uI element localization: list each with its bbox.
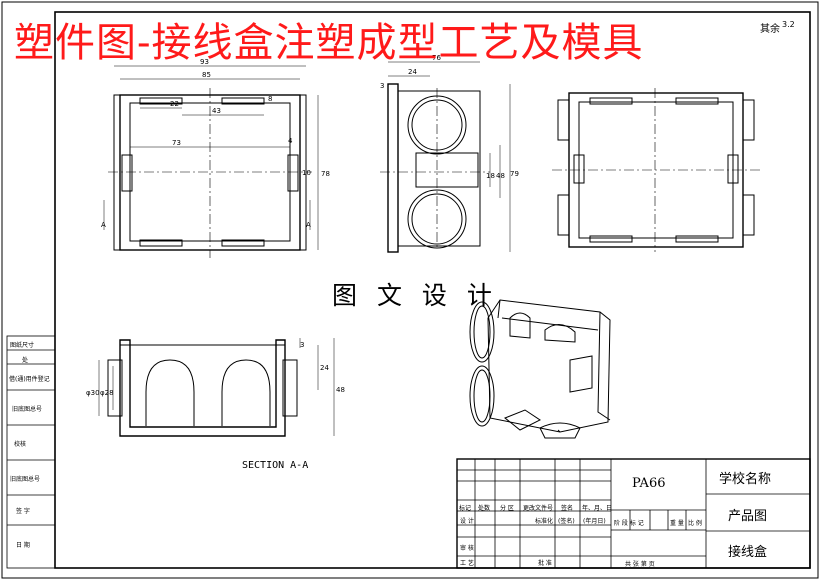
scale-col: 比 例 [688, 520, 702, 527]
stage-mark: 阶 段 标 记 [614, 520, 644, 527]
side-label: 旧底图总号 [12, 406, 43, 413]
dim-79: 79 [510, 170, 519, 178]
inner-border [54, 11, 811, 569]
roughness-prefix: 其余 [760, 24, 780, 35]
dim-4: 4 [288, 137, 293, 145]
section-mark-left: A [101, 221, 106, 229]
sheets-cell: 共 张 第 页 [625, 561, 655, 568]
side-label: 签 字 [16, 508, 30, 515]
dim-3: 3 [380, 82, 384, 90]
section-mark-right: A [306, 221, 311, 229]
roughness-value: 3.2 [782, 20, 795, 29]
header-cell: 标记 [459, 505, 472, 512]
isometric-view [469, 299, 611, 439]
part-name: 接线盒 [728, 545, 768, 560]
page-title: 塑件图-接线盒注塑成型工艺及模具 [14, 20, 644, 66]
header-cell: 更改文件号 [523, 505, 554, 512]
side-label: 日 期 [16, 542, 30, 549]
front-view [103, 65, 319, 258]
side-label: 校核 [14, 441, 27, 448]
rear-view [552, 88, 760, 252]
side-label: 借(通)用件登记 [9, 376, 50, 383]
section-view [98, 338, 335, 437]
dim-78: 78 [321, 170, 330, 178]
dim-76: 76 [432, 54, 441, 62]
row-design: 设 计 [460, 518, 474, 525]
row-check: 审 核 [460, 545, 474, 552]
dim-sec-48: 48 [336, 386, 345, 394]
header-cell: 年、月、日 [582, 505, 613, 512]
date-cell: (年月日) [583, 518, 606, 525]
sign-cell: (签名) [558, 518, 575, 525]
watermark-text: 图 文 设 计 [332, 281, 498, 310]
dim-24: 24 [408, 68, 417, 76]
weight-col: 重 量 [670, 520, 684, 527]
dim-sec-24: 24 [320, 364, 329, 372]
section-label: SECTION A-A [242, 460, 309, 471]
row-process: 工 艺 [460, 560, 474, 567]
side-label: 处 [22, 357, 29, 364]
side-view [380, 61, 511, 253]
dim-22: 22 [170, 100, 179, 108]
dim-43: 43 [212, 107, 221, 115]
dim-sec-3: 3 [300, 341, 304, 349]
header-cell: 签名 [561, 505, 574, 512]
school-name: 学校名称 [719, 472, 772, 487]
approve-cell: 批 准 [538, 560, 552, 567]
material-value: PA66 [632, 476, 666, 491]
dim-93: 93 [200, 58, 209, 66]
dim-48: 48 [496, 172, 505, 180]
dim-73: 73 [172, 139, 181, 147]
drawing-type: 产品图 [728, 509, 768, 524]
header-cell: 处数 [478, 505, 491, 512]
row-standard: 标准化 [535, 518, 554, 525]
dim-18: 18 [486, 172, 495, 180]
dim-10: 10 [302, 169, 311, 177]
side-label: 旧底图总号 [10, 476, 41, 483]
dim-phi30: φ30 [86, 389, 100, 397]
side-label: 图纸尺寸 [10, 342, 35, 349]
dim-85: 85 [202, 71, 211, 79]
dim-8: 8 [268, 95, 272, 103]
side-box-lines [6, 335, 56, 569]
title-block-lines [456, 458, 811, 569]
dim-phi28: φ28 [100, 389, 114, 397]
header-cell: 分 区 [500, 505, 514, 512]
roughness-note: 其余 3.2 [760, 20, 795, 35]
